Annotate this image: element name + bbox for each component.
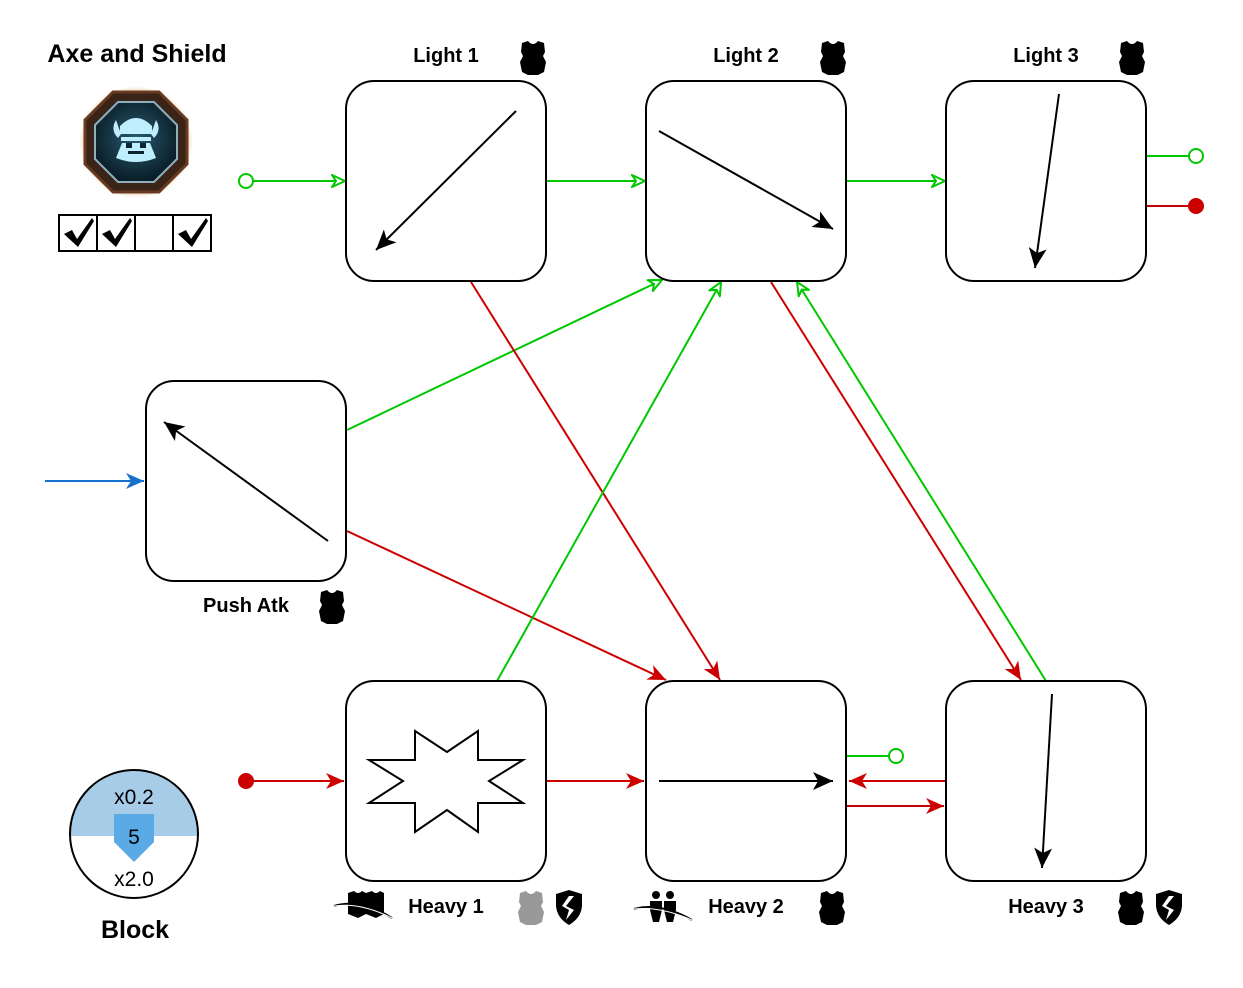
edge-heavy1-to-light2 bbox=[496, 282, 721, 682]
armor-inactive-icon bbox=[518, 891, 544, 925]
edge-start-to-light1 bbox=[238, 173, 345, 189]
checkbox-1[interactable] bbox=[58, 214, 98, 252]
node-light1[interactable]: Light 1 bbox=[345, 41, 547, 282]
edge-heavy2-end-light bbox=[847, 748, 904, 764]
start-node-heavy bbox=[238, 773, 254, 789]
node-label: Light 2 bbox=[713, 45, 779, 67]
edge-light3-end-light bbox=[1147, 148, 1204, 164]
checkbox-3[interactable] bbox=[134, 214, 174, 252]
armor-icon bbox=[520, 41, 546, 75]
armor-icon bbox=[319, 590, 345, 624]
broken-shield-icon bbox=[1156, 890, 1182, 925]
block-shield-badge bbox=[114, 814, 154, 862]
start-node-light bbox=[238, 173, 254, 189]
weapon-title: Axe and Shield bbox=[47, 40, 226, 68]
node-heavy2[interactable]: Heavy 2 bbox=[633, 680, 847, 925]
node-heavy3[interactable]: Heavy 3 bbox=[945, 680, 1182, 925]
edge-push-to-light2 bbox=[346, 280, 662, 431]
team-sweep-icon bbox=[633, 891, 693, 922]
node-heavy1[interactable]: Heavy 1 bbox=[333, 680, 582, 925]
edge-light3-end-heavy bbox=[1147, 198, 1204, 214]
burst-icon bbox=[365, 729, 527, 834]
viking-helmet-emblem-icon bbox=[79, 86, 193, 198]
armor-icon bbox=[1118, 891, 1144, 925]
edge-light1-to-heavy2 bbox=[470, 281, 721, 681]
node-label: Light 3 bbox=[1013, 45, 1079, 67]
attack-direction-arrow-icon bbox=[375, 110, 517, 251]
edge-heavy3-to-light2 bbox=[797, 282, 1047, 682]
block-gauge: x0.2 5 x2.0 Block bbox=[69, 769, 199, 944]
edge-push-to-heavy2 bbox=[346, 530, 667, 681]
armor-icon bbox=[1119, 41, 1145, 75]
end-node-light bbox=[888, 748, 904, 764]
checkbox-2[interactable] bbox=[96, 214, 136, 252]
node-label: Light 1 bbox=[413, 45, 479, 67]
node-label: Heavy 3 bbox=[1008, 896, 1084, 918]
node-label: Heavy 1 bbox=[408, 896, 484, 918]
block-label: Block bbox=[101, 916, 169, 944]
node-push-attack[interactable]: Push Atk bbox=[145, 380, 347, 624]
attack-direction-arrow-icon bbox=[163, 421, 329, 542]
block-value: 5 bbox=[128, 826, 140, 849]
guard-break-icon bbox=[333, 891, 393, 919]
end-node-heavy bbox=[1188, 198, 1204, 214]
broken-shield-icon bbox=[556, 890, 582, 925]
armor-icon bbox=[819, 891, 845, 925]
completion-checkboxes bbox=[58, 214, 212, 252]
edges bbox=[45, 148, 1204, 814]
node-light3[interactable]: Light 3 bbox=[945, 41, 1147, 282]
node-light2[interactable]: Light 2 bbox=[645, 41, 847, 282]
armor-icon bbox=[820, 41, 846, 75]
attack-direction-arrow-icon bbox=[1034, 693, 1053, 869]
edge-light2-to-heavy3 bbox=[770, 281, 1022, 681]
attack-direction-arrow-icon bbox=[1028, 93, 1060, 269]
block-top-multiplier: x0.2 bbox=[114, 786, 154, 809]
checkmark-icon bbox=[64, 218, 94, 247]
checkbox-4[interactable] bbox=[172, 214, 212, 252]
attack-direction-arrow-icon bbox=[658, 130, 834, 230]
checkmark-icon bbox=[102, 218, 132, 247]
block-bottom-multiplier: x2.0 bbox=[114, 868, 154, 891]
end-node-light bbox=[1188, 148, 1204, 164]
node-label: Push Atk bbox=[203, 595, 290, 617]
edge-start-to-heavy1 bbox=[238, 773, 344, 789]
checkmark-icon bbox=[178, 218, 208, 247]
node-label: Heavy 2 bbox=[708, 896, 784, 918]
